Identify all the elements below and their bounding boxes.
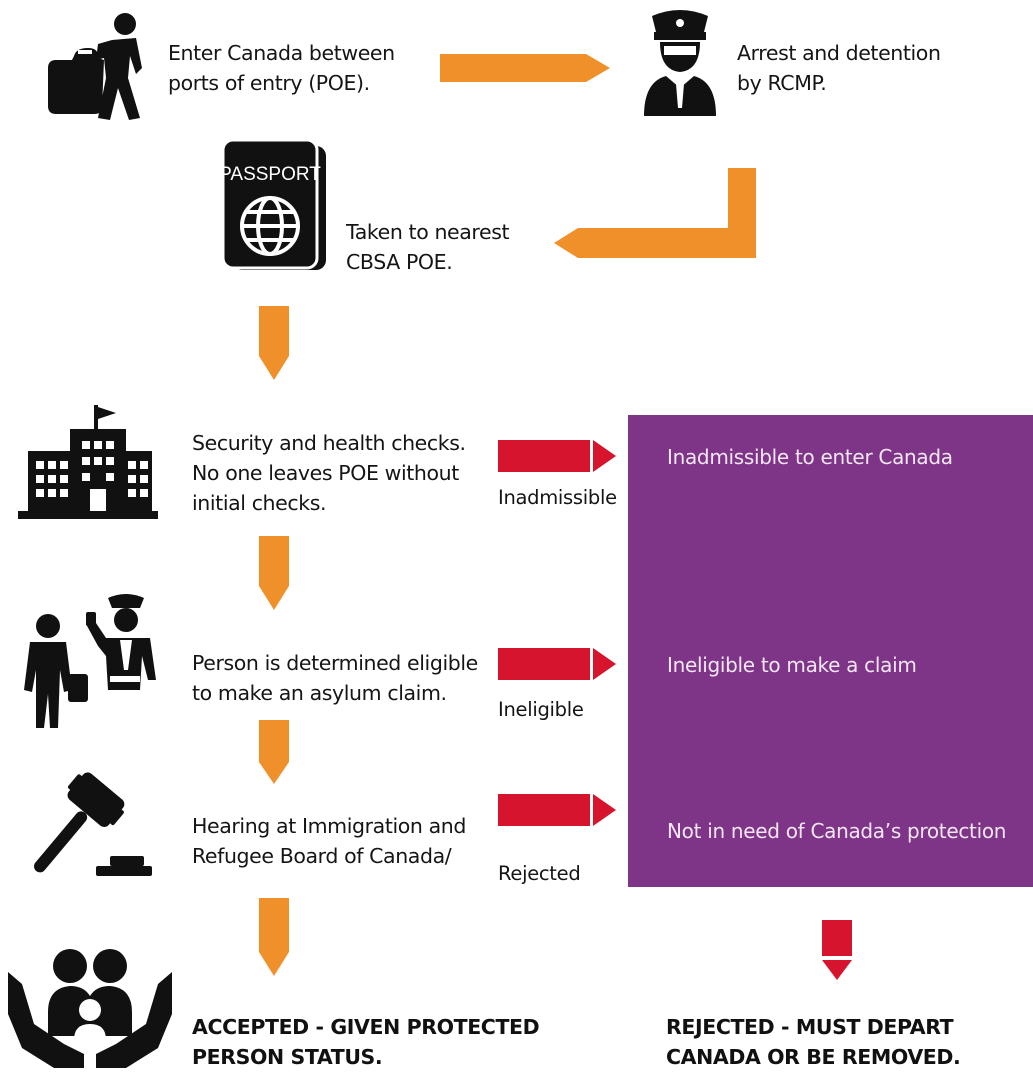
- rejected-outcome-line1: REJECTED - MUST DEPART: [666, 1015, 954, 1039]
- security-text-line3: initial checks.: [192, 491, 327, 515]
- protected-family-hands-icon: [4, 944, 176, 1069]
- passport-label: PASSPORT: [219, 164, 321, 185]
- arrow-down-3: [257, 720, 291, 786]
- hearing-text-line1: Hearing at Immigration and: [192, 814, 466, 838]
- accepted-outcome-line2: PERSON STATUS.: [192, 1045, 383, 1069]
- gavel-icon: [22, 768, 152, 878]
- passport-icon: PASSPORT: [219, 138, 330, 272]
- officer-with-traveler-icon: [14, 590, 164, 730]
- taken-text-line2: CBSA POE.: [346, 250, 453, 274]
- arrow-enter-to-arrest: [440, 50, 610, 86]
- enter-canada-text-line2: ports of entry (POE).: [168, 71, 370, 95]
- arrow-down-rejected: [820, 920, 854, 982]
- rejection-reasons-box: Inadmissible to enter Canada Ineligible …: [628, 415, 1033, 887]
- government-building-icon: [18, 405, 158, 520]
- label-inadmissible: Inadmissible: [498, 486, 617, 509]
- arrest-text-line2: by RCMP.: [737, 71, 827, 95]
- arrow-down-1: [257, 306, 291, 382]
- reason-ineligible: Ineligible to make a claim: [667, 653, 917, 677]
- accepted-outcome-line1: ACCEPTED - GIVEN PROTECTED: [192, 1015, 540, 1039]
- arrow-down-accepted: [257, 898, 291, 978]
- police-officer-icon: [640, 8, 720, 118]
- enter-canada-text-line1: Enter Canada between: [168, 41, 395, 65]
- reason-inadmissible: Inadmissible to enter Canada: [667, 445, 953, 469]
- arrow-down-2: [257, 536, 291, 612]
- traveler-icon: [38, 8, 158, 123]
- rejected-outcome-line2: CANADA OR BE REMOVED.: [666, 1045, 961, 1069]
- arrow-inadmissible: [498, 440, 616, 472]
- label-ineligible: Ineligible: [498, 698, 584, 721]
- arrow-arrest-to-poe: [540, 168, 760, 260]
- arrest-text-line1: Arrest and detention: [737, 41, 941, 65]
- taken-text-line1: Taken to nearest: [346, 220, 510, 244]
- arrow-ineligible: [498, 648, 616, 680]
- label-rejected: Rejected: [498, 862, 581, 885]
- eligible-text-line1: Person is determined eligible: [192, 651, 478, 675]
- security-text-line2: No one leaves POE without: [192, 461, 459, 485]
- reason-not-in-need: Not in need of Canada’s protection: [667, 819, 1007, 843]
- eligible-text-line2: to make an asylum claim.: [192, 681, 447, 705]
- arrow-rejected: [498, 794, 616, 826]
- hearing-text-line2: Refugee Board of Canada/: [192, 844, 452, 868]
- security-text-line1: Security and health checks.: [192, 431, 466, 455]
